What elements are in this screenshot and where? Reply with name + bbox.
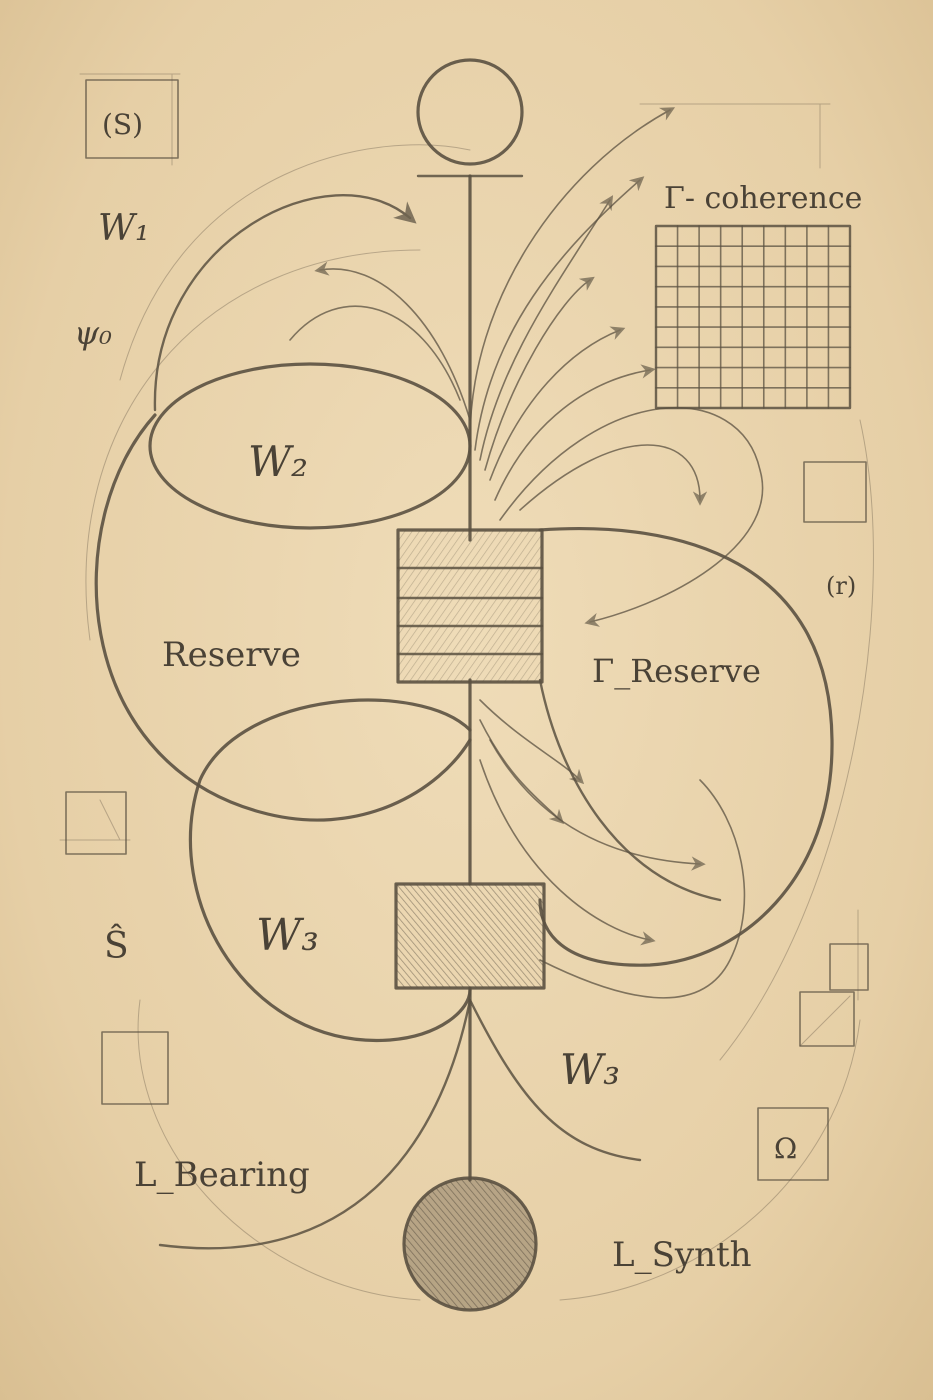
corner-boxes xyxy=(59,73,869,1181)
central-block-upper xyxy=(396,528,544,684)
gamma-reserve-loop xyxy=(538,526,834,967)
w1-label: W₁ xyxy=(98,208,149,249)
w3-right-label: W₃ xyxy=(560,1045,620,1094)
loops xyxy=(94,194,834,1250)
lower-left-sweep xyxy=(158,998,472,1250)
s-script-label: Ŝ xyxy=(104,925,129,967)
s-box xyxy=(85,79,179,159)
reserve-label: Reserve xyxy=(162,635,301,675)
empty-box-right-small xyxy=(829,943,869,991)
empty-box-left-lower xyxy=(101,1031,169,1105)
coherence-grid xyxy=(654,224,852,410)
empty-box-right-upper xyxy=(803,461,867,523)
central-block-lower xyxy=(394,882,546,990)
bottom-circle-node xyxy=(402,1176,538,1312)
w3-left-label: W₃ xyxy=(256,910,319,961)
lower-right-sweep xyxy=(468,998,642,1162)
empty-box-left-mid xyxy=(65,791,127,855)
r-paren-label: (r) xyxy=(826,572,856,600)
w1-arc xyxy=(153,194,417,412)
w3-loop xyxy=(188,698,472,1042)
labels: (S) W₁ ψ₀ Γ- coherence W₂ Reserve Γ_Rese… xyxy=(74,108,862,1275)
w2-loop xyxy=(148,362,472,530)
l-bearing-label: L_Bearing xyxy=(134,1155,310,1195)
s-box-label: (S) xyxy=(102,108,143,141)
gamma-coherence-label: Γ- coherence xyxy=(664,181,862,216)
w2-label: W₂ xyxy=(248,437,308,486)
gamma-reserve-inner xyxy=(538,678,722,902)
omega-label: Ω xyxy=(774,1132,797,1165)
right-swirl xyxy=(539,779,746,999)
top-circle-node xyxy=(416,58,524,166)
empty-box-right-mid xyxy=(799,991,855,1047)
psi-label: ψ₀ xyxy=(74,314,112,352)
l-synth-label: L_Synth xyxy=(612,1235,752,1275)
omega-box xyxy=(757,1107,829,1181)
background-swirls xyxy=(85,144,874,1301)
flow-lines xyxy=(289,107,764,946)
gamma-reserve-label: Γ_Reserve xyxy=(592,652,761,690)
